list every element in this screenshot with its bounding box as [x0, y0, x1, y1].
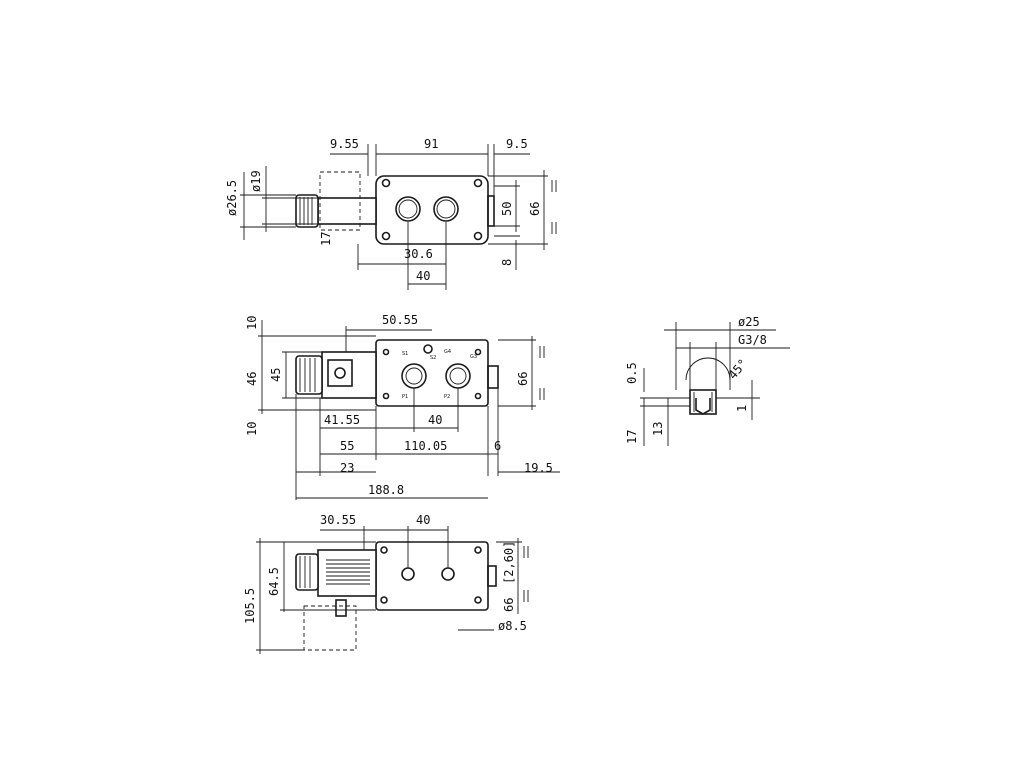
dim-105-5: 105.5 — [243, 588, 257, 624]
dim-55: 55 — [340, 439, 354, 453]
solenoid-tube-top — [317, 197, 377, 225]
port-a-top — [395, 196, 421, 222]
dim-6: 6 — [494, 439, 501, 453]
dim-40: 40 — [416, 269, 430, 283]
port-label: G3 — [470, 354, 477, 360]
port-label: S2 — [430, 355, 436, 361]
top-view: 9.55 91 9.5 ø26.5 ø19 50 66 17 30.6 40 — [225, 137, 557, 290]
dim-50-55: 50.55 — [382, 313, 418, 327]
dim-45deg: 45° — [726, 356, 751, 382]
bottom-view: 30.55 40 105.5 64.5 [2,60] 66 ø8.5 — [243, 513, 529, 654]
dim-30-6: 30.6 — [404, 247, 433, 261]
dim-64-5: 64.5 — [267, 567, 281, 596]
dim-17: 17 — [319, 232, 333, 246]
dim-66: 66 — [528, 202, 542, 216]
dim-0-5: 0.5 — [625, 362, 639, 384]
dim-23: 23 — [340, 461, 354, 475]
dim-188-8: 188.8 — [368, 483, 404, 497]
dim-30-55: 30.55 — [320, 513, 356, 527]
dim-41-55: 41.55 — [324, 413, 360, 427]
dim-g3-8: G3/8 — [738, 333, 767, 347]
dim-2-60: [2,60] — [502, 541, 516, 584]
solenoid-coil-front — [321, 351, 377, 399]
valve-body-top — [375, 175, 489, 245]
manual-knob-top — [295, 194, 319, 228]
dim-phi26-5: ø26.5 — [225, 180, 239, 216]
dim-10-top: 10 — [245, 316, 259, 330]
port-b-top — [433, 196, 459, 222]
mounting-hole — [381, 231, 391, 241]
dim-1-detail: 1 — [735, 405, 749, 412]
dim-9-55: 9.55 — [330, 137, 359, 151]
valve-body-bottom — [375, 541, 489, 611]
dim-9-5: 9.5 — [506, 137, 528, 151]
dim-phi25: ø25 — [738, 315, 760, 329]
dim-phi19: ø19 — [249, 170, 263, 192]
solenoid-coil-bottom — [317, 549, 377, 597]
plug-connector-outline — [303, 605, 357, 651]
mounting-hole — [473, 178, 483, 188]
port-label: P2 — [444, 394, 450, 400]
port-label: S1 — [402, 351, 408, 357]
dim-50: 50 — [500, 202, 514, 216]
manual-knob-front — [295, 355, 323, 395]
dim-91: 91 — [424, 137, 438, 151]
port-label: G4 — [444, 349, 451, 355]
dim-110-05: 110.05 — [404, 439, 447, 453]
manual-knob-bottom — [295, 553, 319, 591]
dim-46: 46 — [245, 372, 259, 386]
dim-66-bottom: 66 — [502, 598, 516, 612]
dim-66-front: 66 — [516, 372, 530, 386]
side-plug-top — [487, 195, 495, 227]
front-view: S1 S2 G4 G3 P1 P2 10 50.55 46 45 66 — [245, 313, 560, 500]
dim-phi8-5: ø8.5 — [498, 619, 527, 633]
dim-40-bottom: 40 — [416, 513, 430, 527]
port-label: P1 — [402, 394, 408, 400]
mounting-hole — [473, 231, 483, 241]
dim-13-detail: 13 — [651, 422, 665, 436]
port-detail: ø25 G3/8 45° 0.5 17 13 1 — [625, 315, 790, 446]
dim-17-detail: 17 — [625, 430, 639, 444]
mounting-hole — [381, 178, 391, 188]
side-plug-front — [487, 365, 499, 389]
drill-point — [695, 398, 711, 415]
dim-10-bottom: 10 — [245, 422, 259, 436]
dim-19-5: 19.5 — [524, 461, 553, 475]
chamfer-arc — [685, 357, 731, 381]
dim-45: 45 — [269, 368, 283, 382]
dim-8: 8 — [500, 259, 514, 266]
side-plug-bottom — [487, 565, 497, 587]
dim-40-front: 40 — [428, 413, 442, 427]
